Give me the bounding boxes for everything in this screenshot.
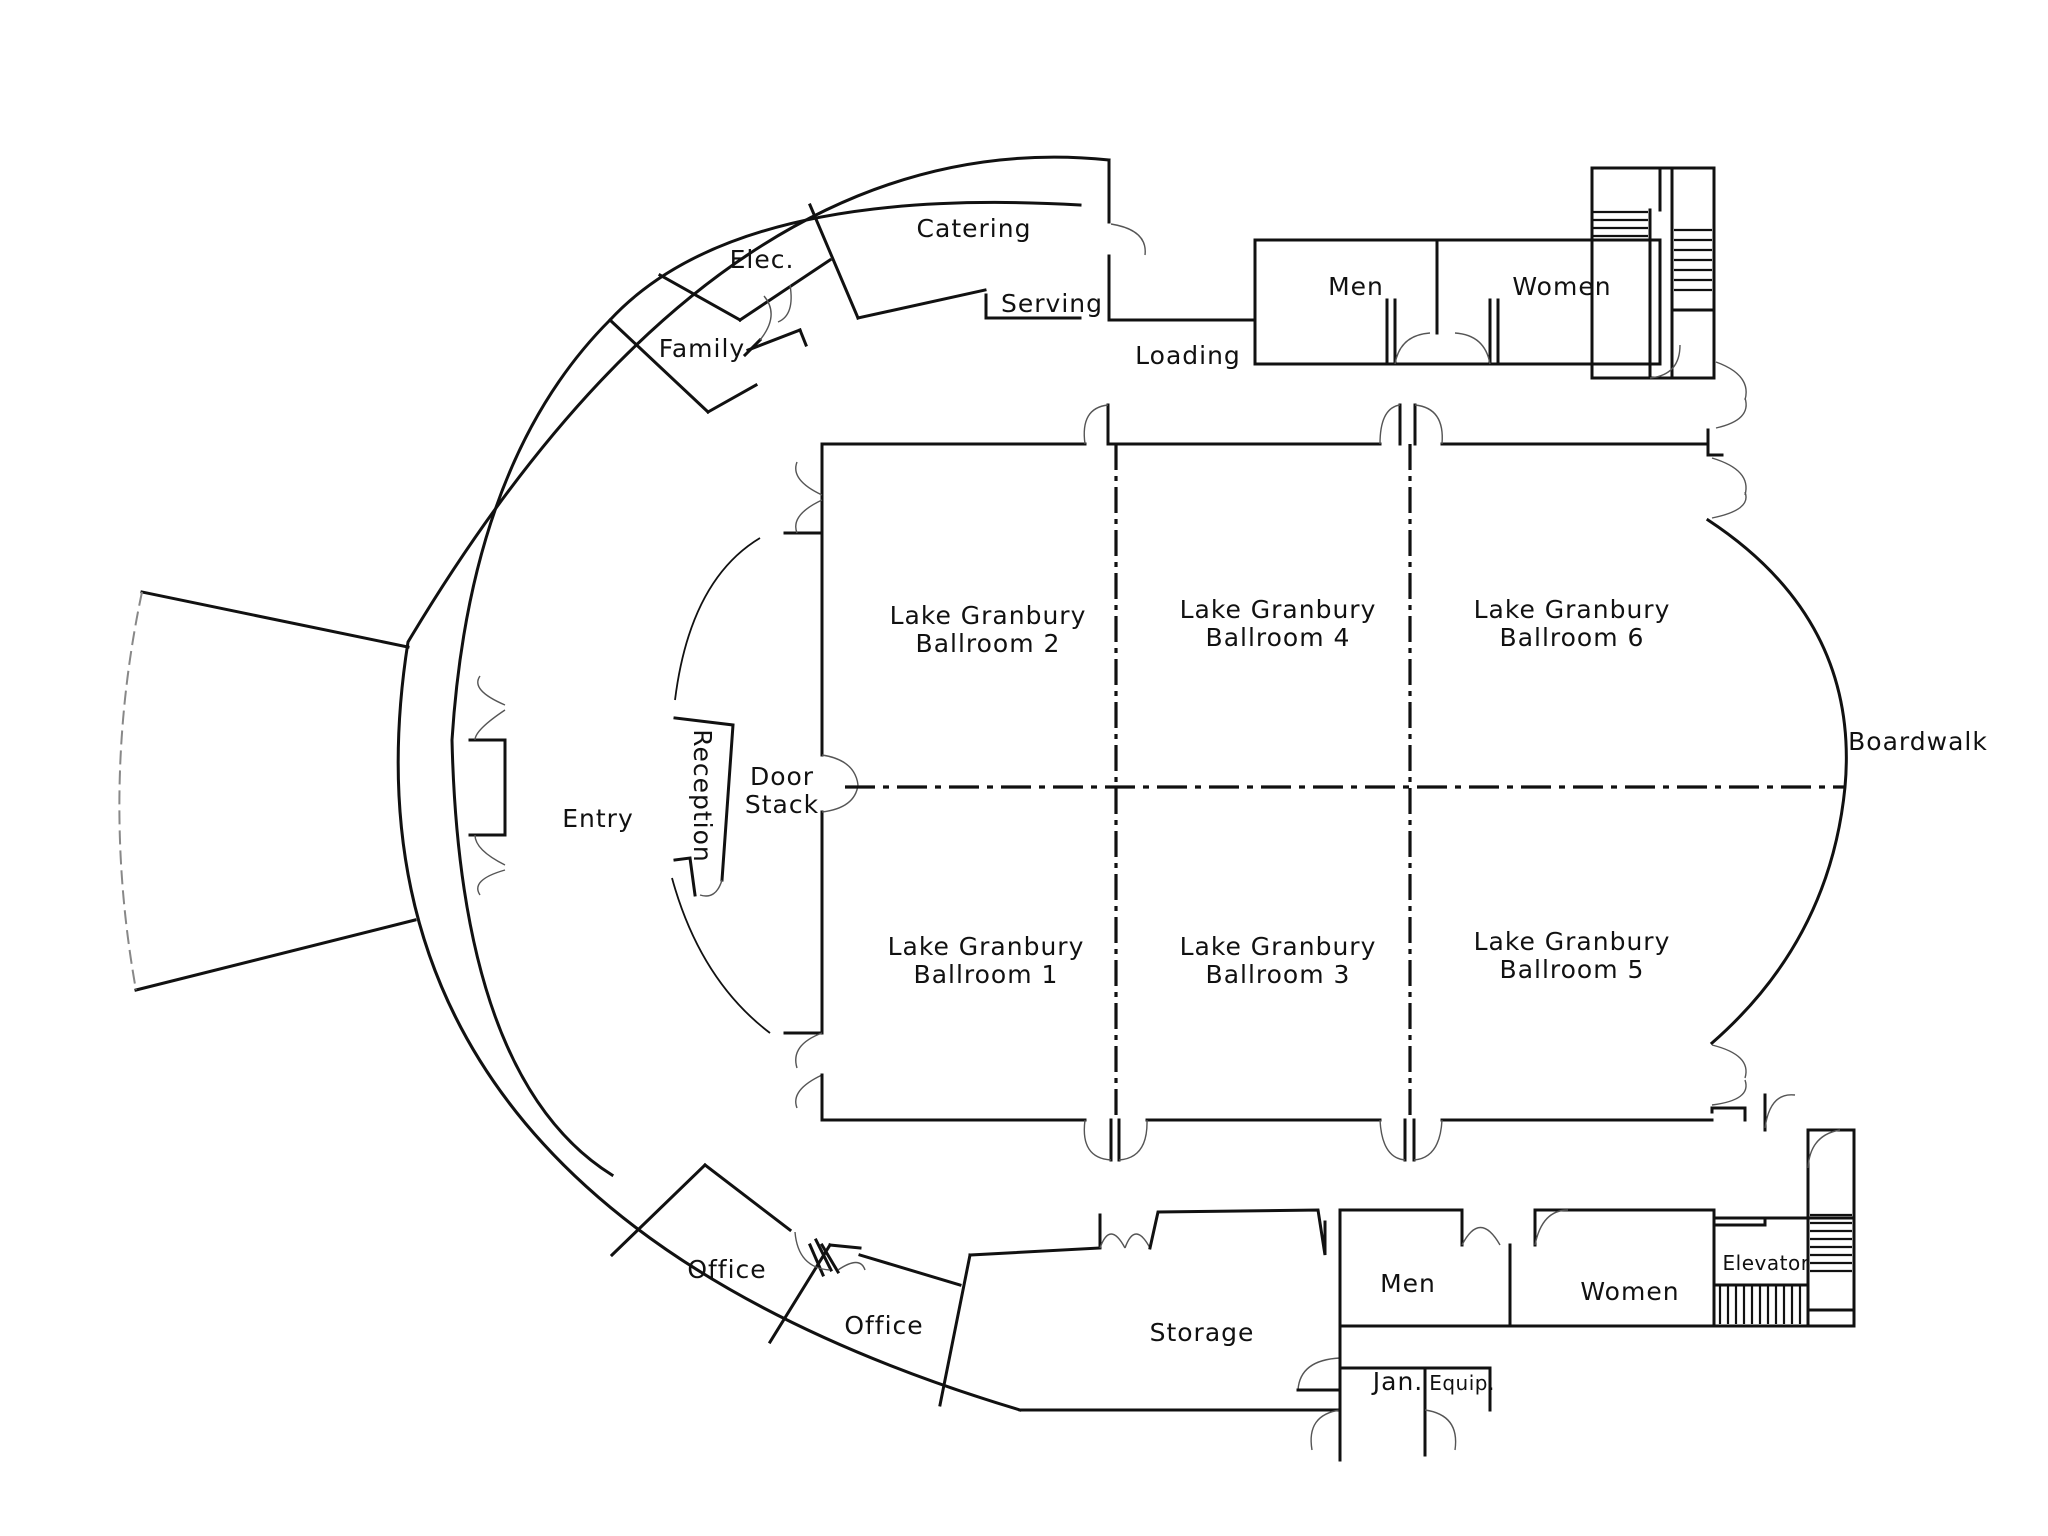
label-serving: Serving xyxy=(1001,289,1103,318)
label-ballroom-2-line-2: Ballroom 2 xyxy=(916,629,1061,658)
storage-restrooms xyxy=(968,1208,1716,1462)
label-elevator: Elevator xyxy=(1723,1251,1810,1275)
service-rooms xyxy=(607,203,1146,415)
label-elec: Elec. xyxy=(730,245,795,274)
label-door-stack-1: Door xyxy=(750,762,814,791)
label-ballroom-6-line-2: Ballroom 6 xyxy=(1500,623,1645,652)
label-family: Family xyxy=(659,334,745,363)
staircase-top xyxy=(1592,210,1747,429)
label-reception: Reception xyxy=(688,729,717,863)
label-office-2: Office xyxy=(844,1311,923,1340)
room-labels: Catering Elec. Family Serving Loading Me… xyxy=(562,214,1988,1396)
label-ballroom-3-line-2: Ballroom 3 xyxy=(1206,960,1351,989)
elevator-stairs xyxy=(1712,1093,1856,1328)
outer-walls xyxy=(396,155,1257,1412)
label-ballroom-1-line-1: Lake Granbury xyxy=(888,932,1085,961)
entrance-canopy xyxy=(118,590,417,992)
entry-doors xyxy=(468,675,507,896)
label-ballroom-5-line-2: Ballroom 5 xyxy=(1500,955,1645,984)
label-ballroom-3-line-1: Lake Granbury xyxy=(1180,932,1377,961)
label-ballroom-2-line-1: Lake Granbury xyxy=(890,601,1087,630)
label-equip: Equip. xyxy=(1429,1371,1495,1395)
label-boardwalk: Boardwalk xyxy=(1848,727,1988,756)
label-ballroom-4-line-1: Lake Granbury xyxy=(1180,595,1377,624)
label-women-bottom: Women xyxy=(1580,1277,1679,1306)
ballroom-block xyxy=(783,403,1848,1162)
label-jan: Jan. xyxy=(1371,1367,1423,1396)
label-door-stack-2: Stack xyxy=(745,790,819,819)
label-ballroom-5-line-1: Lake Granbury xyxy=(1474,927,1671,956)
reception-area xyxy=(671,537,771,1034)
label-women-top: Women xyxy=(1512,272,1611,301)
label-men-top: Men xyxy=(1328,272,1384,301)
label-ballroom-6-line-1: Lake Granbury xyxy=(1474,595,1671,624)
label-entry: Entry xyxy=(562,804,634,833)
label-men-bottom: Men xyxy=(1380,1269,1436,1298)
label-ballroom-1-line-2: Ballroom 1 xyxy=(914,960,1059,989)
label-loading: Loading xyxy=(1135,341,1241,370)
label-ballroom-4-line-2: Ballroom 4 xyxy=(1206,623,1351,652)
label-office-1: Office xyxy=(687,1255,766,1284)
label-catering: Catering xyxy=(917,214,1032,243)
top-restrooms xyxy=(1253,166,1716,380)
bottom-offices xyxy=(609,1162,972,1407)
label-storage: Storage xyxy=(1150,1318,1255,1347)
